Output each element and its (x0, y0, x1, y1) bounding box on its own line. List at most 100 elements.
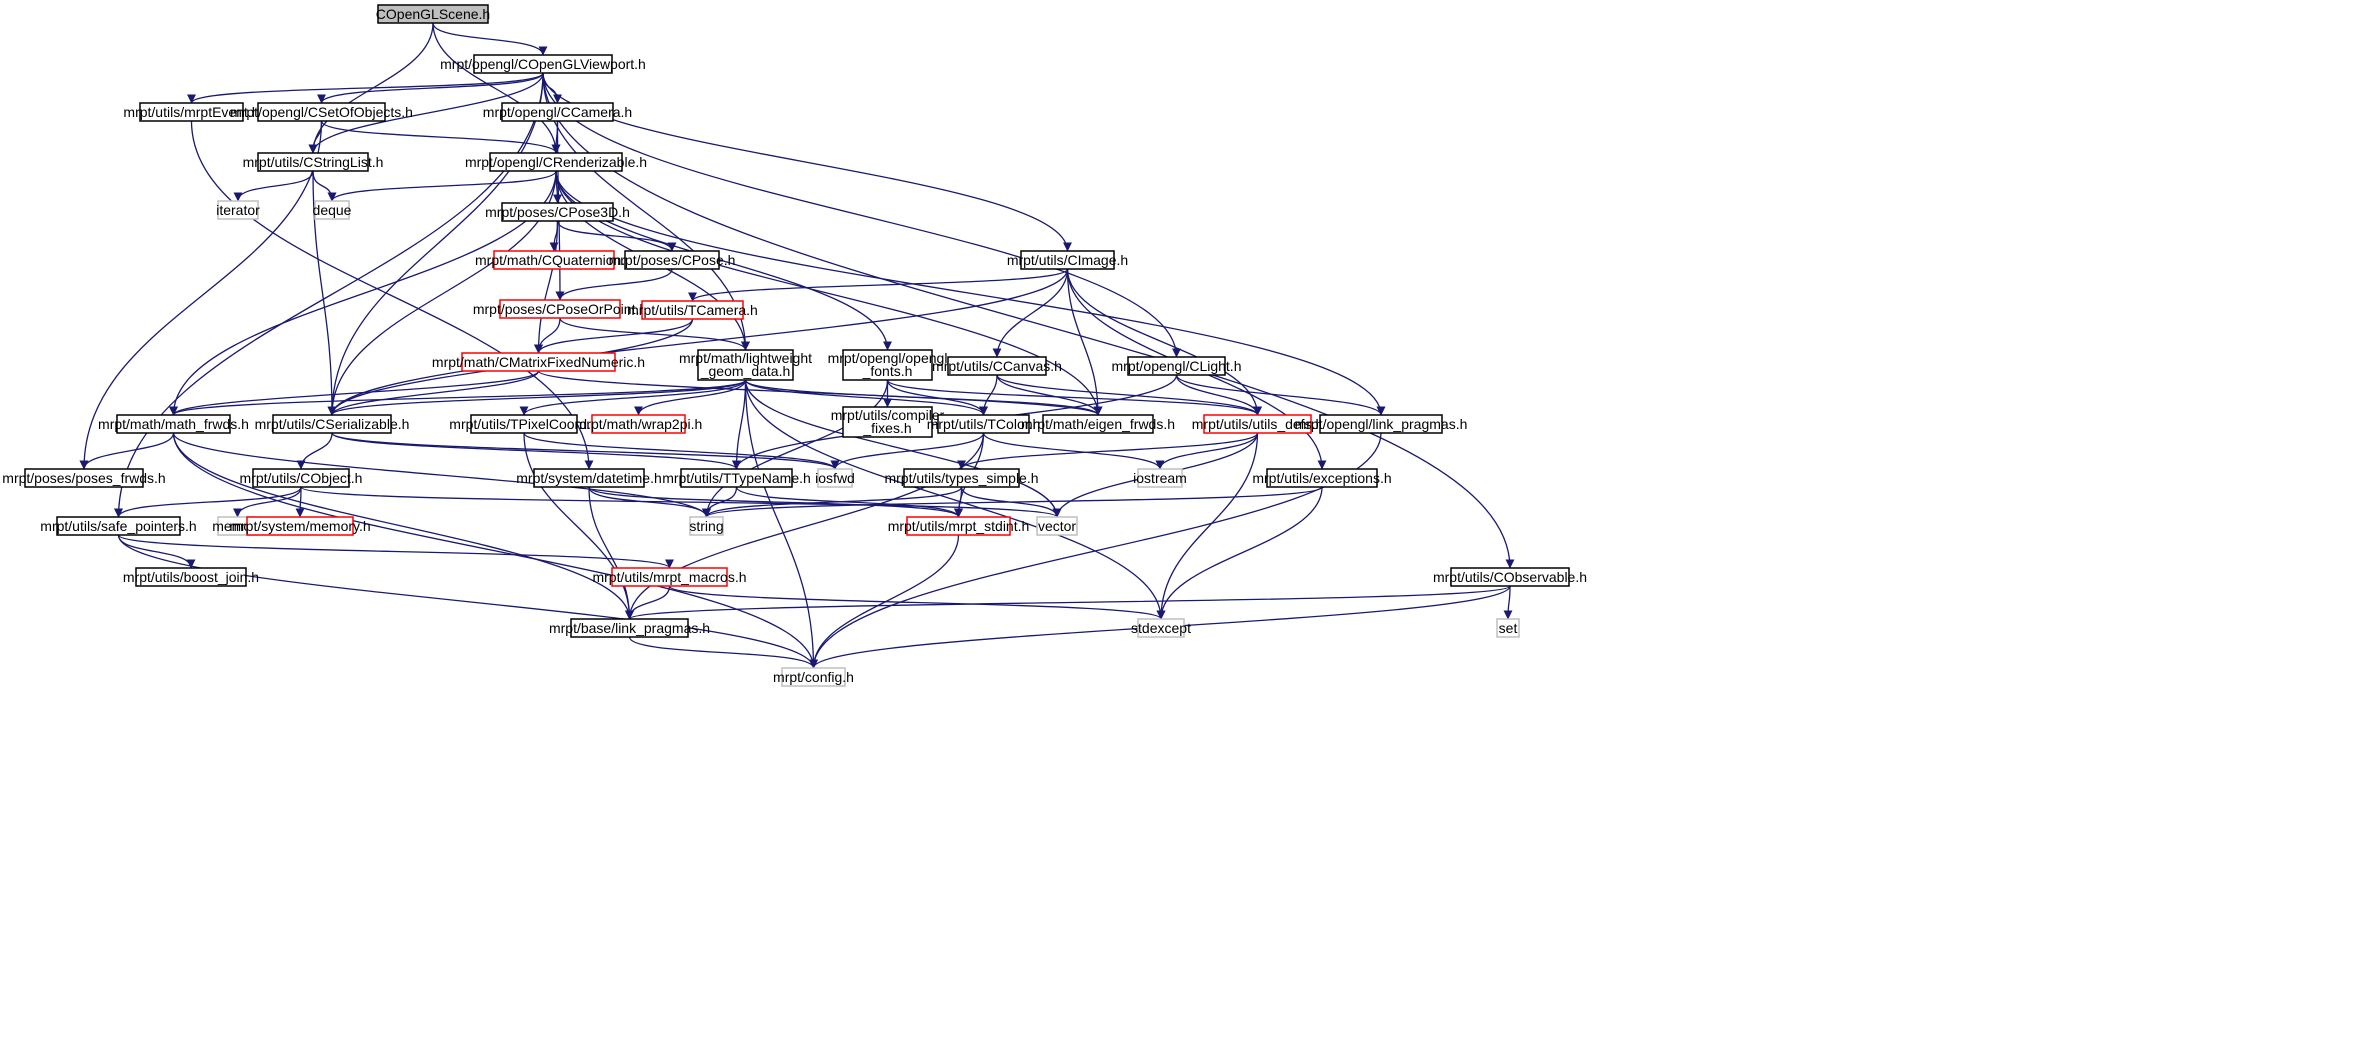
node-box-boostjoin[interactable] (135, 567, 247, 587)
node-ccanvas[interactable]: mrpt/utils/CCanvas.h (932, 356, 1062, 376)
node-box-setofobj[interactable] (257, 102, 386, 122)
node-tcamera[interactable]: mrpt/utils/TCamera.h (627, 300, 758, 320)
node-ttypename[interactable]: mrpt/utils/TTypeName.h (662, 468, 811, 488)
node-box-cpose3d[interactable] (501, 202, 614, 222)
node-box-cobject[interactable] (252, 468, 350, 488)
node-box-stringlist[interactable] (257, 152, 369, 172)
dependency-edge-mathfrwds-to-config (172, 432, 818, 669)
dependency-edge-openglfonts-to-utilsdefs (886, 379, 1262, 416)
dependency-edge-datetime-to-baselink (588, 486, 634, 620)
node-ccamera[interactable]: mrpt/opengl/CCamera.h (483, 102, 632, 122)
node-box-exceptions[interactable] (1266, 468, 1378, 488)
node-label-viewport: mrpt/opengl/COpenGLViewport.h (440, 56, 646, 72)
node-typessimple[interactable]: mrpt/utils/types_simple.h (884, 468, 1039, 488)
node-tpixelcoord[interactable]: mrpt/utils/TPixelCoord.h (449, 414, 599, 434)
node-label-clight: mrpt/opengl/CLight.h (1112, 358, 1242, 374)
node-box-mathfrwds[interactable] (116, 414, 231, 434)
node-stringlist[interactable]: mrpt/utils/CStringList.h (243, 152, 384, 172)
node-box-cimage[interactable] (1020, 250, 1115, 270)
node-cimage[interactable]: mrpt/utils/CImage.h (1007, 250, 1128, 270)
node-viewport[interactable]: mrpt/opengl/COpenGLViewport.h (440, 54, 646, 74)
node-clight[interactable]: mrpt/opengl/CLight.h (1112, 356, 1242, 376)
node-cpose3d[interactable]: mrpt/poses/CPose3D.h (485, 202, 630, 222)
node-box-lwgeom[interactable] (697, 349, 794, 381)
node-box-cmatrixfixed[interactable] (461, 352, 616, 372)
node-box-cserializable[interactable] (272, 414, 392, 434)
node-box-renderizable[interactable] (489, 152, 623, 172)
node-tcolor[interactable]: mrpt/utils/TColor.h (927, 414, 1041, 434)
node-box-viewport[interactable] (473, 54, 613, 74)
node-cobservable[interactable]: mrpt/utils/CObservable.h (1433, 567, 1587, 587)
dependency-edge-setofobj-to-renderizable (320, 120, 561, 154)
dependency-edge-cpose3d-to-cpose (556, 220, 677, 252)
dependency-edge-utilsdefs-to-stdexcept (1156, 432, 1259, 620)
node-sysmemory[interactable]: mrpt/system/memory.h (229, 516, 371, 536)
dependency-edge-renderizable-to-openglfonts (555, 170, 892, 351)
node-cpose[interactable]: mrpt/poses/CPose.h (609, 250, 736, 270)
node-box-openglfonts[interactable] (842, 349, 933, 381)
node-box-tpixelcoord[interactable] (470, 414, 578, 434)
node-cmatrixfixed[interactable]: mrpt/math/CMatrixFixedNumeric.h (432, 352, 645, 372)
node-cserializable[interactable]: mrpt/utils/CSerializable.h (255, 414, 410, 434)
node-wrap2pi[interactable]: mrpt/math/wrap2pi.h (575, 414, 703, 434)
node-posesfrwds[interactable]: mrpt/poses/poses_frwds.h (2, 468, 166, 488)
node-utilsdefs[interactable]: mrpt/utils/utils_defs.h (1192, 414, 1324, 434)
node-box-clight[interactable] (1127, 356, 1226, 376)
node-mathfrwds[interactable]: mrpt/math/math_frwds.h (98, 414, 249, 434)
node-box-linkpragmas_gl[interactable] (1319, 414, 1443, 434)
node-box-mrptmacros[interactable] (611, 567, 728, 587)
dependency-edge-lwgeom-to-tcolor (744, 379, 988, 416)
node-lwgeom[interactable]: mrpt/math/lightweight_geom_data.h (679, 349, 812, 381)
node-cposeorpoint[interactable]: mrpt/poses/CPoseOrPoint.h (473, 299, 647, 319)
node-baselink[interactable]: mrpt/base/link_pragmas.h (549, 618, 710, 638)
node-label-iostream: iostream (1133, 470, 1187, 486)
node-box-utilsdefs[interactable] (1203, 414, 1312, 434)
node-box-mrptEvent[interactable] (139, 102, 244, 122)
node-box-cquat[interactable] (493, 250, 615, 270)
node-box-tcolor[interactable] (937, 414, 1030, 434)
node-box-safepointers[interactable] (56, 516, 181, 536)
node-compilerfixes[interactable]: mrpt/utils/compiler_fixes.h (831, 406, 945, 438)
node-boostjoin[interactable]: mrpt/utils/boost_join.h (123, 567, 259, 587)
node-box-wrap2pi[interactable] (591, 414, 686, 434)
node-box-ccamera[interactable] (501, 102, 614, 122)
node-datetime[interactable]: mrpt/system/datetime.h (516, 468, 662, 488)
node-box-sysmemory[interactable] (246, 516, 354, 536)
node-box-eigenfrwds[interactable] (1042, 414, 1154, 434)
dependency-edge-cobject-to-sysmemory (295, 486, 305, 518)
node-label-cobject: mrpt/utils/CObject.h (240, 470, 363, 486)
dependency-edge-tcolor-to-iosfwd (830, 432, 985, 470)
node-box-mrptstdint[interactable] (906, 516, 1011, 536)
node-box-posesfrwds[interactable] (24, 468, 144, 488)
node-exceptions[interactable]: mrpt/utils/exceptions.h (1252, 468, 1392, 488)
node-box-baselink[interactable] (570, 618, 689, 638)
node-mrptstdint[interactable]: mrpt/utils/mrpt_stdint.h (888, 516, 1030, 536)
node-box-cobservable[interactable] (1450, 567, 1570, 587)
node-renderizable[interactable]: mrpt/opengl/CRenderizable.h (465, 152, 647, 172)
node-cobject[interactable]: mrpt/utils/CObject.h (240, 468, 363, 488)
node-label-lwgeom: mrpt/math/lightweight (679, 350, 812, 366)
node-linkpragmas_gl[interactable]: mrpt/opengl/link_pragmas.h (1295, 414, 1468, 434)
node-box-typessimple[interactable] (903, 468, 1020, 488)
node-box-root (377, 4, 489, 24)
node-eigenfrwds[interactable]: mrpt/math/eigen_frwds.h (1021, 414, 1175, 434)
node-box-ttypename[interactable] (680, 468, 793, 488)
dependency-edge-lwgeom-to-ttypename (732, 379, 747, 470)
node-box-compilerfixes[interactable] (842, 406, 933, 438)
node-box-datetime[interactable] (533, 468, 645, 488)
node-openglfonts[interactable]: mrpt/opengl/opengl_fonts.h (828, 349, 948, 381)
node-box-iosfwd (817, 468, 853, 488)
node-mrptmacros[interactable]: mrpt/utils/mrpt_macros.h (592, 567, 747, 587)
dependency-edge-mrptEvent-to-datetime (190, 120, 594, 470)
node-setofobj[interactable]: mrpt/opengl/CSetOfObjects.h (230, 102, 413, 122)
node-box-tcamera[interactable] (641, 300, 744, 320)
node-label-cserializable: mrpt/utils/CSerializable.h (255, 416, 410, 432)
node-box-ccanvas[interactable] (947, 356, 1047, 376)
node-mrptEvent[interactable]: mrpt/utils/mrptEvent.h (123, 102, 260, 122)
dependency-edge-exceptions-to-string (702, 486, 1323, 518)
node-safepointers[interactable]: mrpt/utils/safe_pointers.h (40, 516, 197, 536)
node-box-cpose[interactable] (624, 250, 720, 270)
node-cquat[interactable]: mrpt/math/CQuaternion.h (475, 250, 633, 270)
node-label-ccanvas: mrpt/utils/CCanvas.h (932, 358, 1062, 374)
node-box-cposeorpoint[interactable] (499, 299, 621, 319)
